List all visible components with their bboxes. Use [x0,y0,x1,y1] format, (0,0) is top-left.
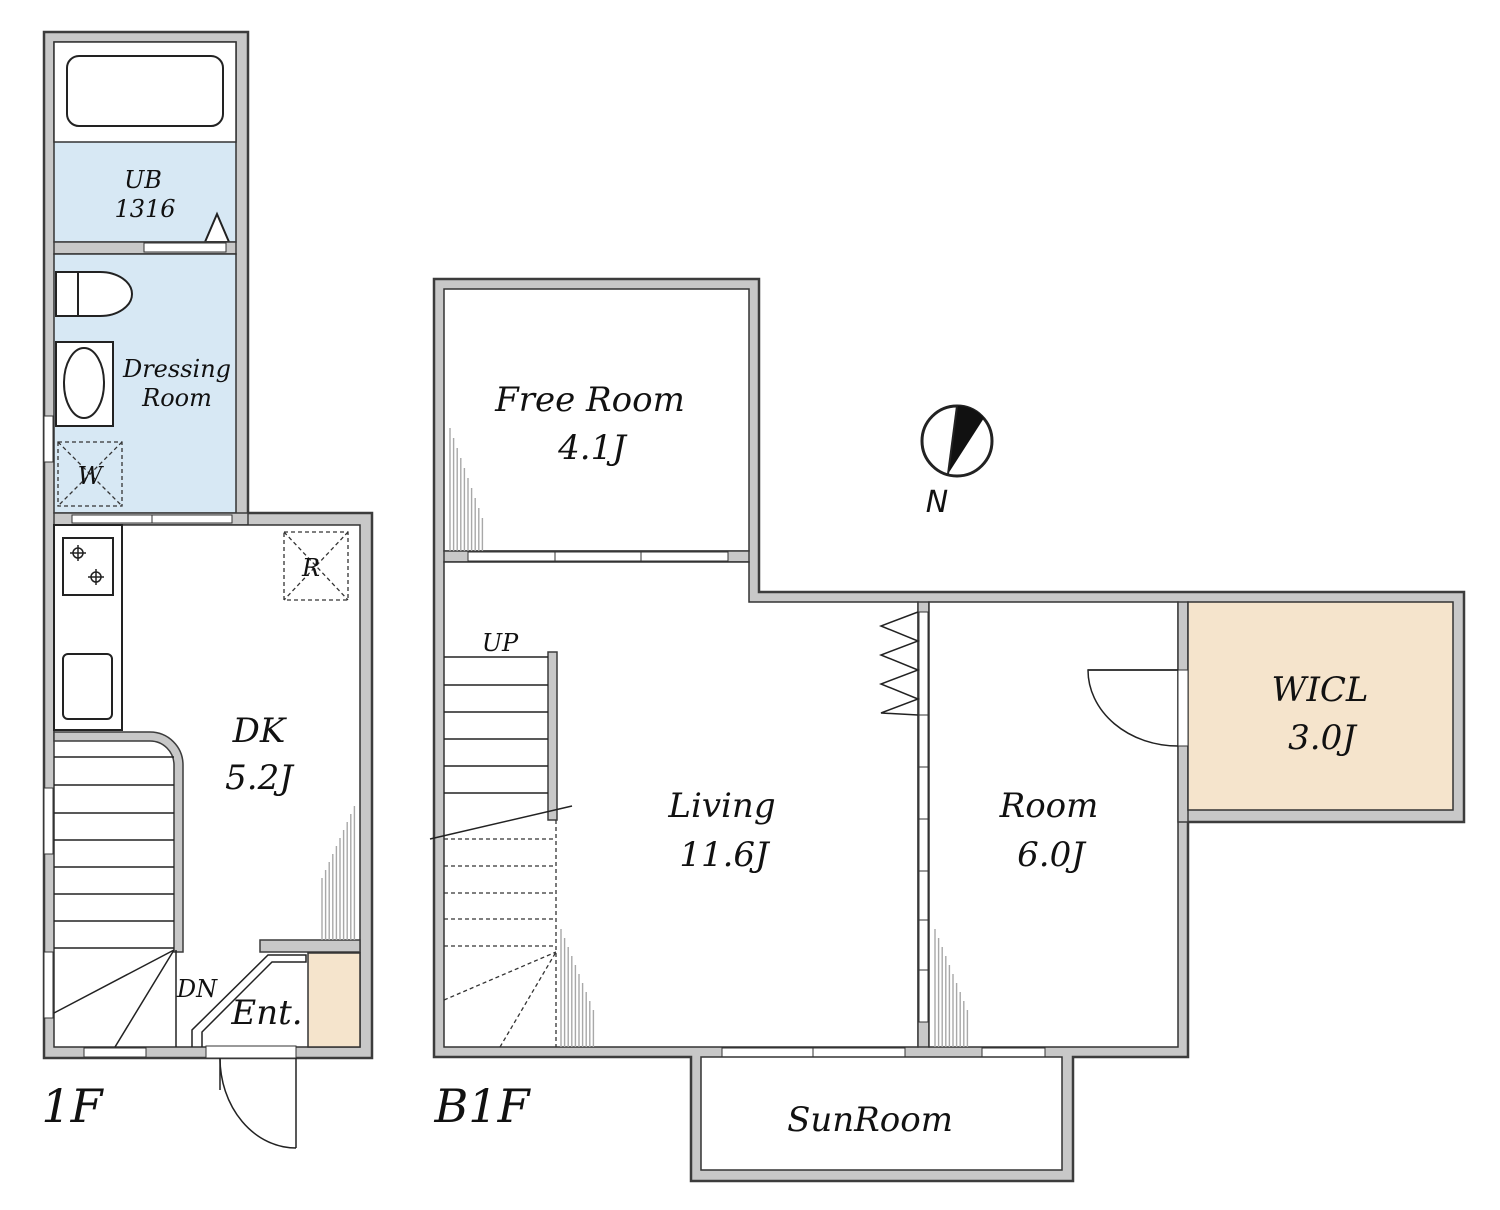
stairs-up-label: UP [482,629,519,657]
toilet-bowl [77,271,133,317]
sunroom-label: SunRoom [787,1100,953,1140]
wicl-door-opening [1177,669,1189,747]
folding-door[interactable] [878,611,921,716]
front-door[interactable] [219,1057,297,1149]
dressing-label-1: Dressing [122,355,231,383]
shoe-cabinet [307,952,361,1048]
floor-label-1f: 1F [41,1079,104,1133]
washer-space [57,441,123,507]
front-window-1f [83,1047,147,1058]
basement-floor: Free Room 4.1J UP Living 11.6J Room 6.0J… [429,277,1466,1183]
washer-label: W [78,462,105,490]
entrance-label: Ent. [230,993,302,1033]
dressing-label-2: Room [141,384,212,412]
front-door-opening [205,1045,297,1059]
dk-size: 5.2J [225,758,295,798]
stove-top [62,537,114,596]
living-size: 11.6J [679,835,771,875]
stair-window-1 [43,787,54,855]
room-label: Room [999,786,1099,826]
compass-needle-icon [948,405,984,474]
fridge-label: R [301,554,320,582]
stairs-down-label: DN [176,975,218,1003]
living-label: Living [667,786,775,826]
toilet-tank [55,271,79,317]
wicl-door[interactable] [1087,669,1179,747]
fridge-space [283,531,349,601]
bathtub-basin [66,55,224,127]
floor-label-b1f: B1F [434,1079,532,1133]
wicl-label: WICL [1272,670,1369,710]
compass: N [920,404,994,520]
ub-size: 1316 [114,195,175,223]
compass-north-label: N [926,485,948,520]
staircase-1f-rail [53,731,184,953]
dk-label: DK [232,711,288,751]
stair-window-2 [43,951,54,1019]
entrance-step [191,954,307,1047]
ub-label: UB [124,166,162,194]
washbasin-bowl [63,347,105,419]
free-room-doors [467,551,729,562]
burner-icon [70,545,104,585]
wicl-floor [1187,601,1454,811]
first-floor: UB 1316 Dressing Room W R DK 5.2J DN Ent… [41,30,374,1149]
ub-door [143,242,227,253]
free-room-label: Free Room [494,380,685,420]
kitchen-sink [62,653,113,720]
sliding-partition [918,611,929,1023]
staircase-1f-treads [53,756,177,1048]
staircase-b1f [429,651,573,1048]
free-room-floor [443,288,750,552]
wicl-size: 3.0J [1288,718,1358,758]
room-floor [928,601,1179,1048]
dressing-window [43,415,54,463]
sunroom-floor [700,1056,1063,1171]
free-room-size: 4.1J [557,428,628,468]
room-window [981,1047,1046,1058]
room-size: 6.0J [1017,835,1087,875]
hatch-marks [321,428,969,1047]
entrance-wall [259,939,361,953]
